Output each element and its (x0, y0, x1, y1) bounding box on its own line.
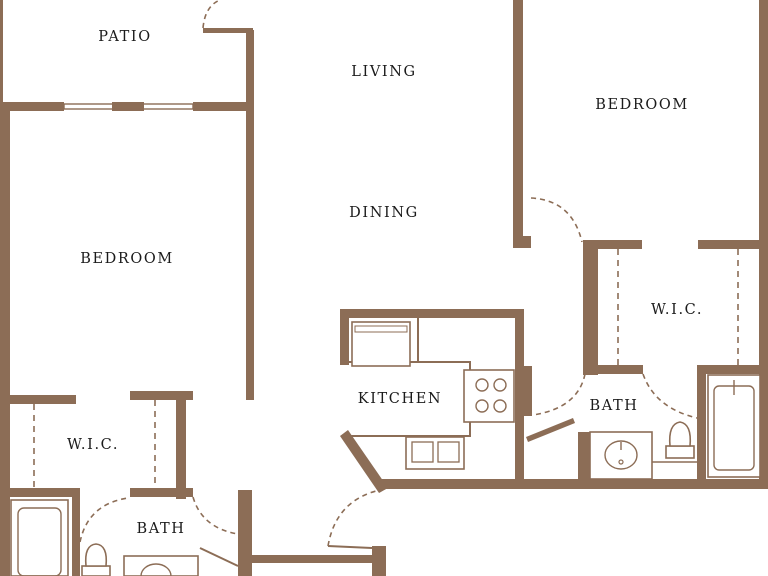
left-bath-toilet-tank (81, 565, 111, 576)
room-labels: PATIO LIVING DINING BEDROOM BEDROOM W.I.… (67, 29, 703, 537)
room-label-wic-right: W.I.C. (651, 302, 703, 318)
room-label-living: LIVING (351, 64, 416, 80)
room-label-bedroom-right: BEDROOM (595, 97, 689, 113)
patio-bedroom-wall-right (193, 102, 246, 111)
pantry-door-leaf (526, 418, 575, 442)
bottom-exterior-wall (380, 479, 768, 489)
sink-basin-left (411, 441, 434, 463)
left-bath-fixtures (10, 499, 199, 576)
right-bath-toilet-bowl (668, 421, 692, 447)
room-label-dining: DINING (349, 205, 419, 221)
right-wic-bottom-wall-b (697, 365, 768, 374)
patio-left-wall (0, 0, 3, 104)
right-bedroom-door-swing (530, 197, 583, 243)
sink-basin-right (437, 441, 460, 463)
left-bath-door-swing-right (192, 496, 239, 535)
door-swings (79, 0, 698, 567)
right-bath-door-swing-left (532, 373, 586, 416)
left-bath-door-swing-top (79, 497, 129, 543)
lower-corridor-wall (252, 555, 386, 563)
right-wic-top-wall-b (698, 240, 768, 249)
patio-bedroom-wall-left (0, 102, 64, 111)
kitchen-fixtures (349, 318, 515, 470)
stove (463, 369, 515, 423)
right-bath-fixtures (589, 374, 761, 480)
right-bath-sink-icon (604, 440, 638, 470)
room-label-patio: PATIO (98, 29, 151, 45)
right-bath-toilet-tank (665, 445, 695, 459)
bedroom-left-east-wall (246, 30, 254, 400)
refrigerator (351, 321, 411, 367)
patio-bedroom-wall-mid (112, 102, 144, 111)
burner-1-icon (475, 378, 489, 392)
refrigerator-inner (354, 325, 408, 333)
entry-door-swing (327, 489, 381, 547)
left-bath-divider (72, 488, 80, 576)
entry-post (372, 546, 386, 576)
left-bath-tub-inner (17, 507, 62, 576)
left-bath-vanity (123, 555, 199, 576)
left-bath-door-leaf (199, 547, 239, 567)
left-bath-right-wall (238, 490, 252, 576)
left-bath-toilet-bowl (84, 543, 108, 567)
right-bath-door-swing-right (642, 373, 698, 419)
right-wic-bottom-wall-a (583, 365, 643, 374)
room-label-bath-left: BATH (136, 521, 185, 537)
room-label-bath-right: BATH (589, 398, 638, 414)
right-bath-vanity (589, 431, 653, 480)
burner-4-icon (493, 399, 507, 413)
burner-3-icon (475, 399, 489, 413)
right-bedroom-west-jamb (513, 236, 531, 248)
left-wic-bottom-wall-b (130, 488, 193, 497)
patio-top-wall (203, 28, 253, 33)
left-wic-top-wall-b (130, 391, 193, 400)
right-wic-top-wall-a (583, 240, 642, 249)
left-wic-bottom-wall-a (0, 488, 78, 497)
kitchen-top-wall (340, 309, 524, 318)
left-exterior-wall (0, 102, 10, 576)
patio-door-swing (202, 0, 221, 29)
left-bath-tub (10, 499, 69, 576)
right-bath-drain-icon (618, 459, 624, 465)
right-bath-left-wall (578, 432, 590, 489)
kitchen-right-wall (515, 309, 524, 489)
kitchen-angled-wall (340, 430, 388, 493)
left-wic-right-wall (176, 391, 186, 499)
room-label-wic-left: W.I.C. (67, 437, 119, 453)
room-label-bedroom-left: BEDROOM (80, 251, 174, 267)
room-label-kitchen: KITCHEN (358, 391, 442, 407)
kitchen-bath-stub (524, 366, 532, 416)
entry-door-leaf (327, 545, 373, 549)
closet-rod-lines (33, 249, 739, 488)
left-wic-top-wall-a (0, 395, 76, 404)
right-bath-tub-wall (697, 365, 706, 489)
left-bath-sink-icon (140, 563, 172, 576)
burner-2-icon (493, 378, 507, 392)
right-bedroom-west-wall (513, 0, 523, 248)
kitchen-left-wall (340, 309, 349, 365)
sliding-door (63, 103, 194, 110)
right-wic-left-wall (583, 240, 598, 375)
